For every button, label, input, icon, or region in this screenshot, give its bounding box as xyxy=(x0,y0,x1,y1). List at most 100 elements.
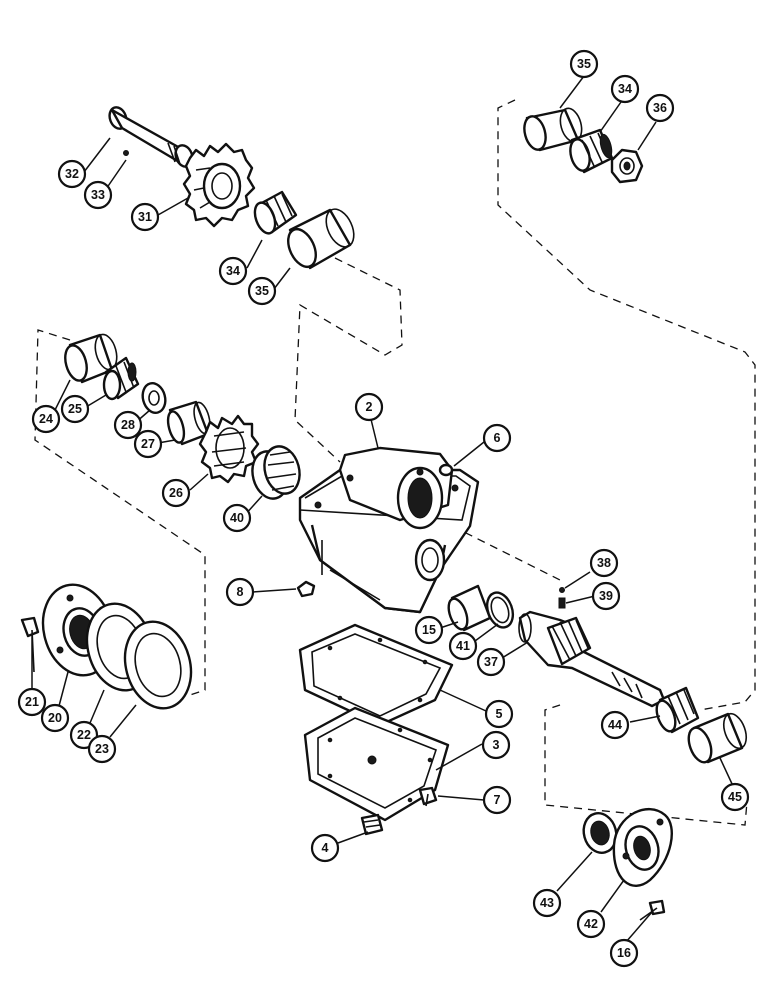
tapered-bearing-34-top xyxy=(569,128,614,174)
svg-text:2: 2 xyxy=(366,400,373,414)
svg-text:21: 21 xyxy=(25,695,39,709)
svg-text:26: 26 xyxy=(169,486,183,500)
svg-text:27: 27 xyxy=(141,437,155,451)
callout-38: 38 xyxy=(589,548,619,578)
callout-43: 43 xyxy=(532,888,562,918)
callout-6: 6 xyxy=(482,423,512,453)
bolt-21 xyxy=(20,616,40,673)
oil-pan-3 xyxy=(303,706,450,822)
callout-31: 31 xyxy=(130,202,160,232)
svg-text:16: 16 xyxy=(617,946,631,960)
callout-33: 33 xyxy=(83,180,113,210)
bolt-7 xyxy=(418,786,438,807)
output-shaft-37 xyxy=(518,610,666,708)
assembly-line-upper-left xyxy=(294,257,403,463)
svg-text:28: 28 xyxy=(121,418,135,432)
needle-bearing-40 xyxy=(251,445,301,500)
seal-43 xyxy=(582,812,618,854)
leader-lines xyxy=(31,75,734,943)
svg-text:22: 22 xyxy=(77,728,91,742)
retaining-ring-41 xyxy=(485,591,515,629)
svg-text:7: 7 xyxy=(494,793,501,807)
assembly-line-right-lower xyxy=(544,704,749,826)
callout-34-upper: 34 xyxy=(218,256,248,286)
shim-23 xyxy=(123,620,193,710)
bushing-27 xyxy=(166,400,211,446)
callout-39: 39 xyxy=(591,581,621,611)
svg-text:38: 38 xyxy=(597,556,611,570)
callout-21: 21 xyxy=(17,687,47,717)
plug-6 xyxy=(438,463,454,477)
svg-text:34: 34 xyxy=(226,264,240,278)
callout-3: 3 xyxy=(481,730,511,760)
svg-text:36: 36 xyxy=(653,101,667,115)
callout-20: 20 xyxy=(40,703,70,733)
callout-40: 40 xyxy=(222,503,252,533)
callout-34-top: 34 xyxy=(610,74,640,104)
bearing-cup-35-upper xyxy=(287,208,355,270)
tapered-bearing-34-upper xyxy=(253,190,298,235)
callout-35-top: 35 xyxy=(569,49,599,79)
svg-text:3: 3 xyxy=(493,738,500,752)
svg-text:41: 41 xyxy=(456,639,470,653)
svg-text:45: 45 xyxy=(728,790,742,804)
callout-28: 28 xyxy=(113,410,143,440)
svg-text:42: 42 xyxy=(584,917,598,931)
svg-text:23: 23 xyxy=(95,742,109,756)
bearing-cup-24 xyxy=(64,333,118,384)
tapered-bearing-25 xyxy=(102,356,140,401)
plug-8 xyxy=(296,580,316,598)
ball-38 xyxy=(559,587,565,593)
svg-text:35: 35 xyxy=(255,284,269,298)
callout-5: 5 xyxy=(484,699,514,729)
gear-31 xyxy=(182,142,256,228)
callout-7: 7 xyxy=(482,785,512,815)
shaft-32 xyxy=(108,106,194,168)
tapered-bearing-44 xyxy=(655,686,700,734)
callout-41: 41 xyxy=(448,631,478,661)
callout-26: 26 xyxy=(161,478,191,508)
callout-16: 16 xyxy=(609,938,639,968)
gasket-5 xyxy=(298,623,454,727)
svg-text:32: 32 xyxy=(65,167,79,181)
svg-text:4: 4 xyxy=(322,841,329,855)
callout-44: 44 xyxy=(600,710,630,740)
housing-2 xyxy=(298,446,480,614)
callout-27: 27 xyxy=(133,429,163,459)
callout-4: 4 xyxy=(310,833,340,863)
retainer-42 xyxy=(612,807,673,887)
svg-text:33: 33 xyxy=(91,188,105,202)
callout-24: 24 xyxy=(31,404,61,434)
svg-text:8: 8 xyxy=(237,585,244,599)
svg-text:40: 40 xyxy=(230,511,244,525)
svg-text:39: 39 xyxy=(599,589,613,603)
svg-text:43: 43 xyxy=(540,896,554,910)
snap-ring-15 xyxy=(447,584,492,632)
callout-32: 32 xyxy=(57,159,87,189)
svg-text:44: 44 xyxy=(608,718,622,732)
callout-23: 23 xyxy=(87,734,117,764)
callout-8: 8 xyxy=(225,577,255,607)
svg-text:24: 24 xyxy=(39,412,53,426)
callout-37: 37 xyxy=(476,647,506,677)
callout-36: 36 xyxy=(645,93,675,123)
svg-text:34: 34 xyxy=(618,82,632,96)
svg-text:15: 15 xyxy=(422,623,436,637)
gear-26 xyxy=(198,414,260,484)
svg-text:6: 6 xyxy=(494,431,501,445)
svg-text:35: 35 xyxy=(577,57,591,71)
callout-15: 15 xyxy=(414,615,444,645)
svg-text:37: 37 xyxy=(484,655,498,669)
svg-text:31: 31 xyxy=(138,210,152,224)
nut-36 xyxy=(610,148,644,184)
callout-45: 45 xyxy=(720,782,750,812)
callout-2: 2 xyxy=(354,392,384,422)
svg-text:20: 20 xyxy=(48,711,62,725)
pin-33 xyxy=(123,150,129,156)
callout-25: 25 xyxy=(60,394,90,424)
callout-35-upper: 35 xyxy=(247,276,277,306)
plug-4 xyxy=(360,813,384,836)
svg-text:25: 25 xyxy=(68,402,82,416)
